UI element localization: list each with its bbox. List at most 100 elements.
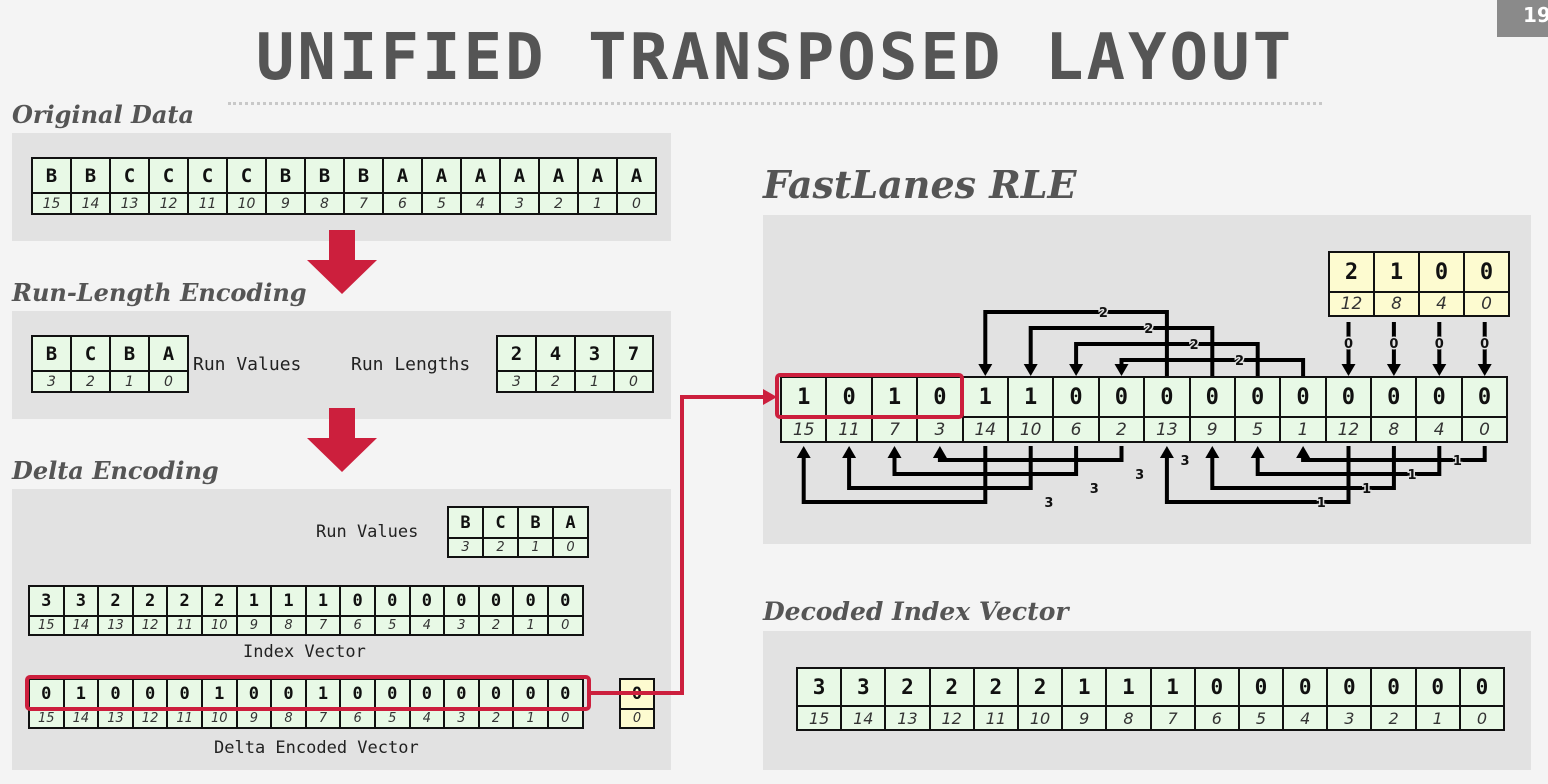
value-cell: 1	[202, 680, 236, 708]
base-arrow-label: 0	[1389, 337, 1398, 352]
index-cell: 1	[1281, 418, 1325, 441]
index-cell: 11	[168, 617, 201, 634]
value-cell: 1	[1375, 253, 1418, 291]
value-cell: 0	[1190, 378, 1234, 416]
index-cell: 0	[548, 617, 582, 634]
value-cell: B	[111, 337, 148, 370]
value-cell: 0	[1328, 669, 1371, 705]
delta-label: Delta Encoding	[12, 456, 219, 485]
index-cell: 6	[384, 194, 421, 213]
index-cell: 9	[237, 617, 271, 634]
bottom-arrow-label: 3	[1181, 454, 1190, 469]
value-cell: A	[423, 159, 460, 192]
value-cell: 0	[1417, 378, 1461, 416]
index-cell: 1	[579, 194, 616, 213]
index-cell: 3	[445, 617, 478, 634]
value-cell: 0	[1281, 378, 1325, 416]
value-cell: B	[345, 159, 382, 192]
index-cell: 0	[150, 372, 187, 391]
index-cell: 5	[375, 710, 409, 727]
index-cell: 11	[827, 418, 871, 441]
value-cell: A	[554, 508, 587, 537]
value-cell: 2	[99, 587, 132, 615]
index-cell: 6	[341, 617, 374, 634]
value-cell: 0	[1235, 378, 1280, 416]
index-cell: 3	[449, 539, 482, 556]
value-cell: A	[150, 337, 187, 370]
bottom-arrow-line	[1301, 446, 1487, 462]
value-cell: 0	[548, 680, 582, 708]
top-arrow-label: 2	[1099, 306, 1108, 321]
index-cell: 2	[484, 539, 517, 556]
fastlanes-first-lane-highlight	[775, 373, 964, 419]
value-cell: 0	[1326, 378, 1371, 416]
index-cell: 12	[1330, 293, 1373, 315]
index-cell: 8	[1375, 293, 1418, 315]
value-cell: 0	[1195, 669, 1238, 705]
index-cell: 14	[963, 418, 1007, 441]
value-cell: B	[519, 508, 552, 537]
index-cell: 13	[886, 707, 929, 729]
original-data-label: Original Data	[12, 100, 195, 129]
index-cell: 1	[1416, 707, 1459, 729]
bottom-arrow-label: 1	[1453, 454, 1462, 469]
value-cell: 0	[1239, 669, 1283, 705]
index-cell: 9	[1190, 418, 1234, 441]
index-cell: 10	[202, 710, 236, 727]
fastlanes-label: FastLanes RLE	[763, 162, 1077, 207]
value-cell: 0	[375, 587, 409, 615]
value-cell: A	[501, 159, 538, 192]
index-cell: 3	[498, 372, 535, 391]
index-cell: 8	[272, 710, 305, 727]
index-cell: 5	[423, 194, 460, 213]
title-divider	[228, 102, 1322, 105]
bottom-arrow-label: 3	[1090, 482, 1099, 497]
index-cell: 12	[930, 707, 973, 729]
index-cell: 3	[1328, 707, 1371, 729]
value-cell: B	[306, 159, 343, 192]
value-cell: 0	[375, 680, 409, 708]
index-cell: 13	[99, 710, 132, 727]
index-cell: 14	[72, 194, 109, 213]
value-cell: 1	[1107, 669, 1150, 705]
value-cell: 0	[1284, 669, 1327, 705]
value-cell: 0	[479, 680, 513, 708]
value-cell: 0	[168, 680, 201, 708]
value-cell: 4	[537, 337, 574, 370]
index-cell: 0	[615, 372, 652, 391]
value-cell: 0	[918, 378, 962, 416]
index-cell: 7	[872, 418, 917, 441]
value-cell: A	[462, 159, 499, 192]
index-cell: 9	[267, 194, 304, 213]
value-cell: 0	[827, 378, 871, 416]
value-cell: 0	[514, 587, 547, 615]
index-cell: 3	[501, 194, 538, 213]
index-cell: 4	[410, 710, 444, 727]
bottom-arrow-label: 1	[1317, 496, 1326, 511]
value-cell: 0	[1462, 378, 1507, 416]
rle-run-lengths-caption: Run Lengths	[351, 354, 471, 375]
value-cell: C	[228, 159, 265, 192]
red-connector-line	[589, 395, 765, 695]
value-cell: 1	[1063, 669, 1106, 705]
value-cell: 3	[64, 587, 98, 615]
index-cell: 1	[514, 710, 547, 727]
bottom-arrow-head	[932, 446, 947, 458]
value-cell: 0	[1460, 669, 1503, 705]
rle-label: Run-Length Encoding	[12, 278, 307, 307]
index-cell: 2	[1099, 418, 1144, 441]
value-cell: 1	[872, 378, 917, 416]
value-cell: 1	[1008, 378, 1053, 416]
value-cell: 2	[168, 587, 201, 615]
value-cell: 0	[1099, 378, 1144, 416]
index-cell: 2	[540, 194, 577, 213]
value-cell: C	[189, 159, 226, 192]
index-cell: 14	[64, 617, 98, 634]
index-cell: 15	[30, 710, 63, 727]
index-cell: 15	[798, 707, 841, 729]
value-cell: 0	[30, 680, 63, 708]
index-cell: 13	[1145, 418, 1189, 441]
index-cell: 10	[1018, 707, 1062, 729]
